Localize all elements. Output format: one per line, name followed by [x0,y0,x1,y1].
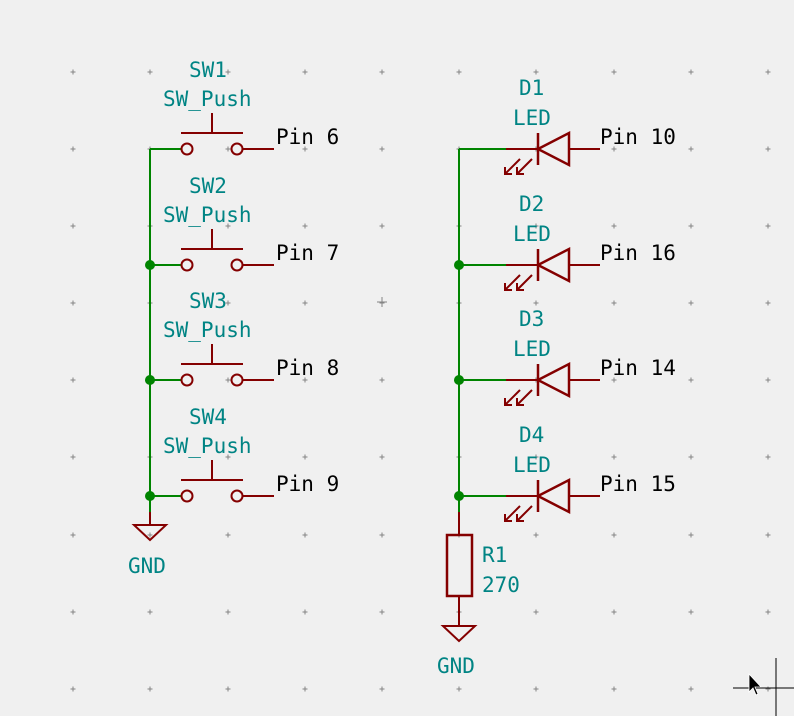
crosshair-icon [733,658,794,716]
switch-contact [180,373,194,387]
switch-value: SW_Push [163,87,252,111]
led-triangle [535,361,571,399]
led-ref: D2 [519,192,544,216]
junction-dot [145,260,155,270]
led-triangle [535,130,571,168]
switch-ref: SW4 [189,405,227,429]
resistor-r1[interactable]: R1 270 [445,512,520,626]
resistor-value: 270 [482,573,520,597]
junction-dot [454,260,464,270]
switch-ref: SW3 [189,289,227,313]
led-gnd-symbol[interactable]: GND [437,625,478,678]
net-label[interactable]: Pin 16 [600,241,676,265]
net-label[interactable]: Pin 7 [276,241,339,265]
light-emission-icon [504,389,533,406]
switch-contact [230,373,244,387]
led-ref: D3 [519,307,544,331]
switch-value: SW_Push [163,203,252,227]
junction-dot [145,491,155,501]
net-label[interactable]: Pin 6 [276,125,339,149]
light-emission-icon [504,505,533,522]
switch-contact [230,489,244,503]
origin-marker [377,297,387,307]
switch-contact [180,258,194,272]
switch-contact [230,142,244,156]
resistor-ref: R1 [482,543,507,567]
led-gnd-label: GND [437,654,475,678]
net-label[interactable]: Pin 14 [600,356,676,380]
switch-gnd-symbol[interactable]: GND [128,512,169,578]
switch-ref: SW1 [189,58,227,82]
led-value: LED [513,222,551,246]
net-label[interactable]: Pin 9 [276,472,339,496]
junction-dot [454,375,464,385]
net-label[interactable]: Pin 8 [276,356,339,380]
light-emission-icon [504,274,533,291]
led-value: LED [513,337,551,361]
junction-dot [145,375,155,385]
switch-value: SW_Push [163,318,252,342]
led-ref: D4 [519,423,544,447]
led-ref: D1 [519,76,544,100]
net-label[interactable]: Pin 15 [600,472,676,496]
switch-value: SW_Push [163,434,252,458]
led-value: LED [513,453,551,477]
led-triangle [535,477,571,515]
light-emission-icon [504,158,533,175]
switch-contact [180,142,194,156]
led-triangle [535,246,571,284]
switch-ref: SW2 [189,174,227,198]
switch-contact [180,489,194,503]
switch-contact [230,258,244,272]
junction-dot [454,491,464,501]
led-value: LED [513,106,551,130]
arrow-cursor-icon [748,672,762,696]
net-label[interactable]: Pin 10 [600,125,676,149]
switch-gnd-label: GND [128,554,166,578]
